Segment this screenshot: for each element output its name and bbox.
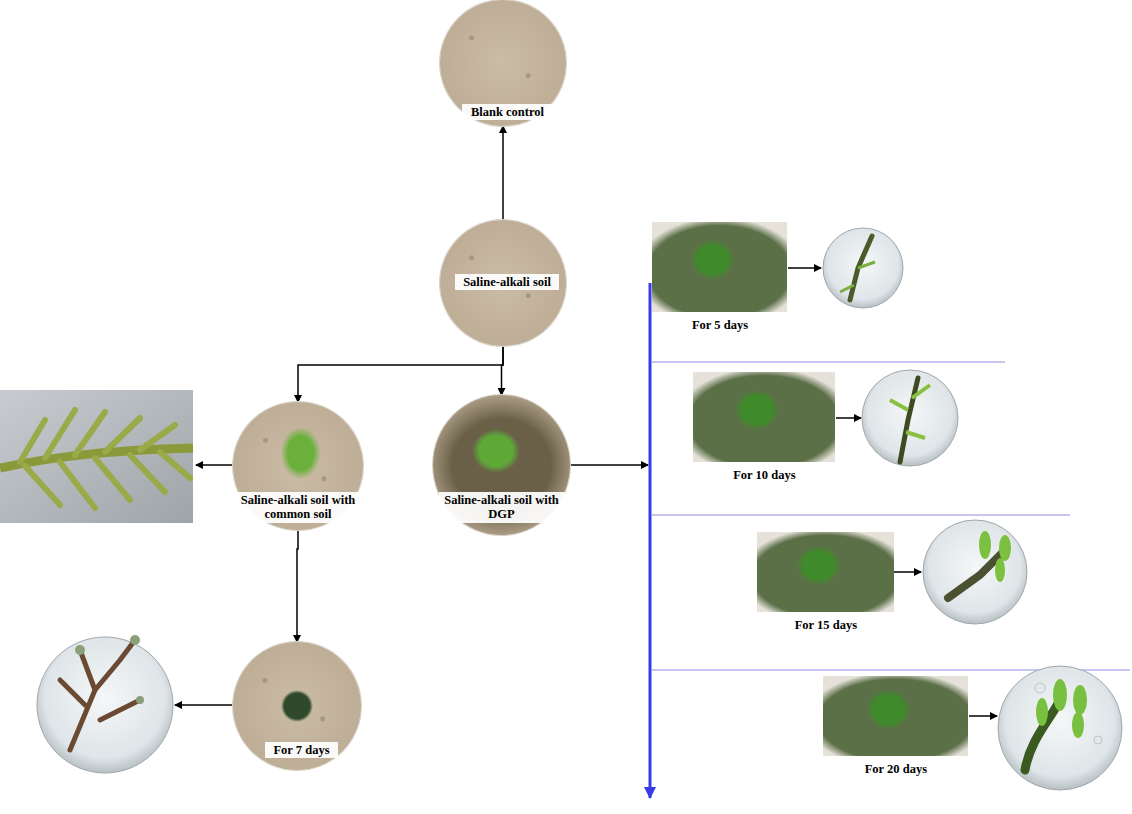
microscope-view <box>37 635 173 773</box>
node-label: Saline-alkali soil with common soil <box>235 492 361 523</box>
microscope-view <box>998 666 1122 790</box>
sample-dish: Blank control <box>440 0 566 126</box>
node-label: For 15 days <box>794 618 857 632</box>
timeline-photo: For 20 days <box>823 676 968 756</box>
timeline-arrow <box>571 464 648 466</box>
node-label: For 5 days <box>691 318 748 332</box>
sample-dish: Saline-alkali soil with common soil <box>233 402 363 530</box>
moss-leaves <box>20 410 190 508</box>
timeline-axis <box>649 283 652 798</box>
microscope-view <box>923 520 1027 624</box>
node-label: For 20 days <box>864 762 927 776</box>
zoom-arrow <box>196 464 232 466</box>
node-label: Blank control <box>462 104 552 120</box>
leaf-closeup <box>0 390 193 523</box>
flow-arrow <box>298 346 503 402</box>
zoom-arrow <box>175 704 232 706</box>
zoom-arrows <box>788 268 997 716</box>
flow-arrow <box>297 530 298 642</box>
node-label: For 10 days <box>733 468 796 482</box>
sample-dish: For 7 days <box>233 642 361 770</box>
sample-dish: Saline-alkali soil <box>440 220 566 346</box>
sample-dish: Saline-alkali soil with DGP <box>433 395 570 535</box>
flow-arrow <box>502 126 504 220</box>
photo-ground <box>0 390 193 523</box>
microscope-view <box>823 228 903 308</box>
flow-arrow <box>502 346 504 395</box>
timeline-photo: For 15 days <box>757 532 894 612</box>
node-label: Saline-alkali soil <box>455 274 559 290</box>
timeline-photo: For 10 days <box>693 372 835 462</box>
timeline-photo: For 5 days <box>652 222 787 312</box>
node-label: Saline-alkali soil with DGP <box>439 492 565 523</box>
node-label: For 7 days <box>265 742 338 758</box>
timeline-separators <box>652 362 1130 670</box>
microscope-view <box>862 370 958 466</box>
